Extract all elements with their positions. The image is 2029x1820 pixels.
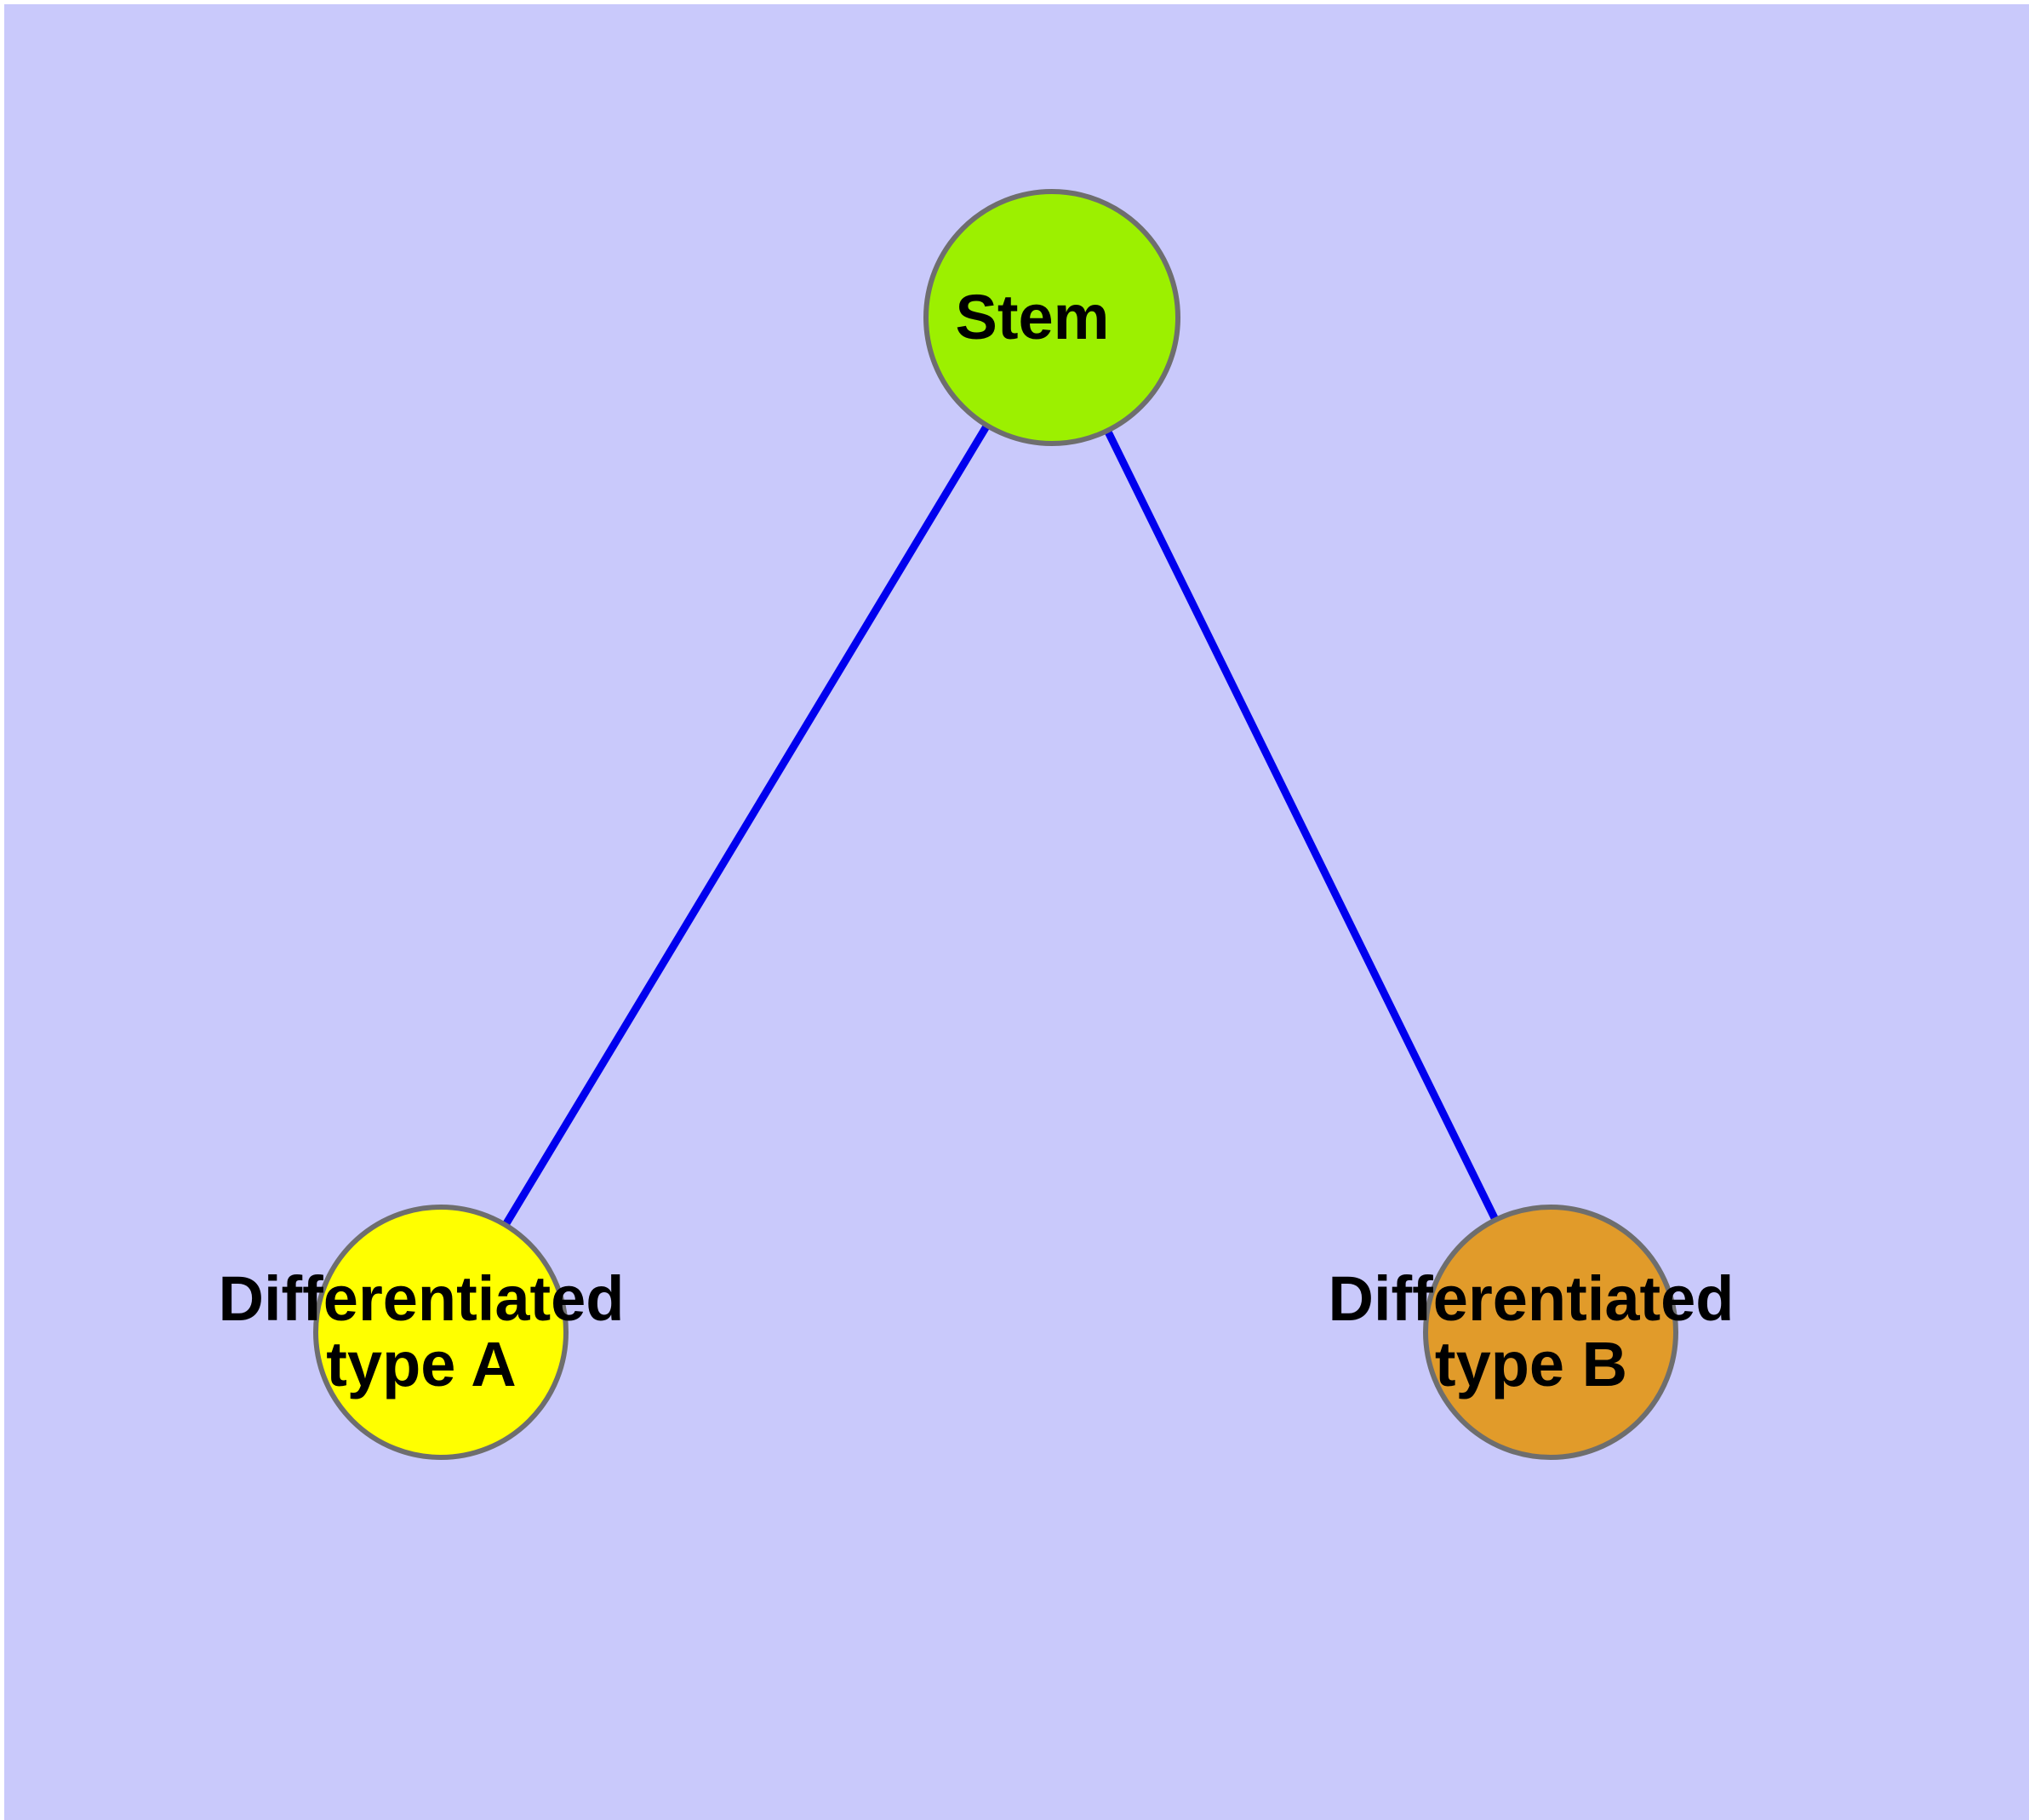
- node-differentiated-type-b[interactable]: [1423, 1205, 1678, 1460]
- edge-stem-to-differentiated-type-b: [1048, 316, 1555, 1334]
- canvas-top-margin: [0, 0, 2029, 4]
- node-stem[interactable]: [923, 189, 1180, 446]
- edge-stem-to-differentiated-type-a: [437, 315, 1055, 1335]
- node-differentiated-type-a[interactable]: [313, 1205, 569, 1460]
- canvas-left-margin: [0, 0, 4, 1820]
